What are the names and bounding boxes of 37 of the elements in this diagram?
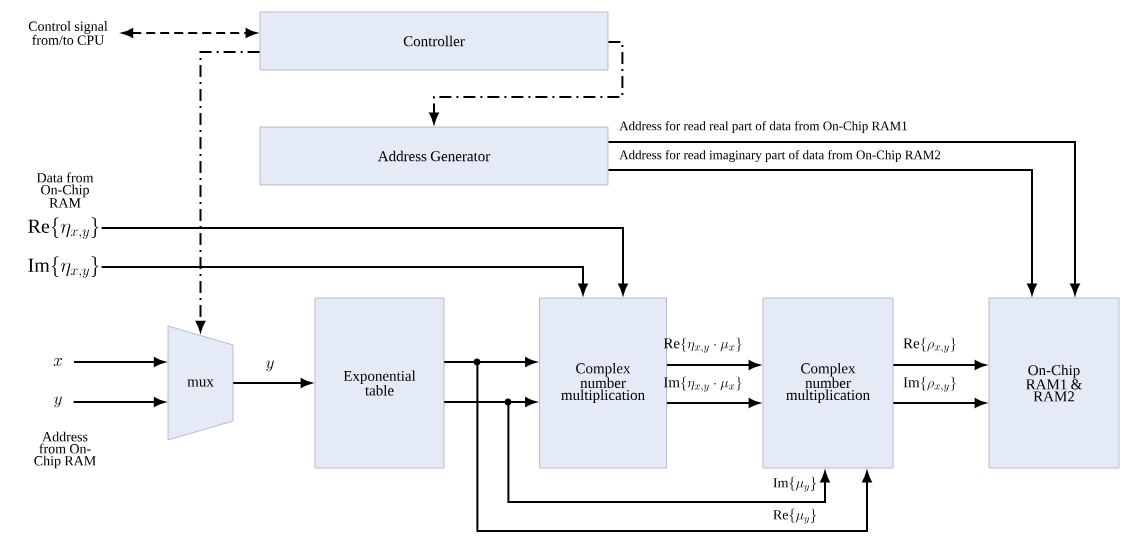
signal-arrow	[892, 360, 986, 370]
signal-label: $y$	[54, 396, 62, 408]
process-box: Controller	[259, 11, 609, 71]
note-text: Data from On-Chip RAM	[36, 172, 94, 208]
edge-label: $\mathrm{Re}\{\rho_{x,y}\}$	[903, 337, 956, 353]
signal-label: $\mathrm{Im}\{\eta_{x,y}\}$	[28, 256, 99, 278]
control-arrow	[429, 41, 624, 124]
signal-arrow	[665, 360, 760, 370]
signal-arrow	[607, 169, 1037, 295]
edge-label: $\mathrm{Re}\{\eta_{x,y}\cdot\mu_x\}$	[663, 337, 742, 353]
process-box: Exponential table	[314, 297, 445, 469]
edge-label: $\mathrm{Im}\{\rho_{x,y}\}$	[903, 376, 956, 392]
signal-arrow	[73, 357, 165, 367]
signal-arrow	[892, 398, 986, 408]
signal-label: $x$	[53, 358, 63, 366]
process-box: Complex number multiplication	[762, 297, 894, 469]
mux-trapezoid: mux	[167, 325, 234, 441]
note-text: Address from On-Chip RAM	[34, 431, 96, 469]
edge-label: $\mathrm{Im}\{\eta_{x,y}\cdot\mu_x\}$	[663, 376, 742, 392]
process-box: Address Generator	[259, 126, 609, 186]
signal-label: $\mathrm{Re}\{\eta_{x,y}\}$	[28, 217, 99, 239]
edge-label: Address for read imaginary part of data from On-Chip RAM2	[619, 150, 941, 162]
signal-arrow	[72, 397, 165, 407]
signal-arrow	[607, 141, 1080, 295]
signal-arrow	[100, 266, 588, 295]
signal-arrow	[232, 378, 312, 388]
signal-arrow	[100, 227, 628, 295]
edge-label: $\mathrm{Im}\{\mu_y\}$	[773, 476, 817, 492]
signal-arrow	[443, 401, 830, 503]
signal-arrow	[665, 398, 760, 408]
edge-label: $y$	[266, 360, 274, 372]
signal-arrow	[443, 361, 872, 532]
edge-label: $\mathrm{Re}\{\mu_y\}$	[773, 508, 817, 524]
process-box: On-Chip RAM1 & RAM2	[988, 297, 1120, 469]
edge-label: Address for read real part of data from On-Chip RAM1	[619, 121, 907, 133]
port-label: Control signal from/to CPU	[28, 21, 108, 45]
control-arrow	[122, 28, 257, 38]
